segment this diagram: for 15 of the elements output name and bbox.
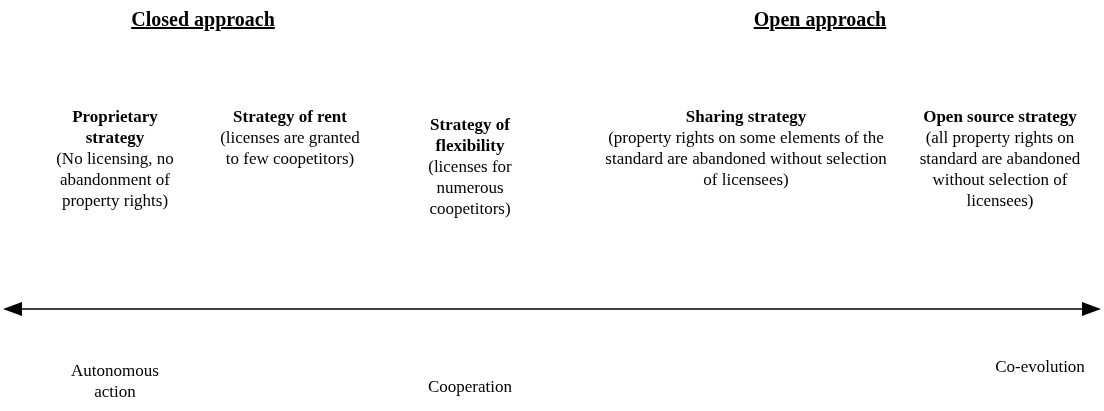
strategy-title: Strategy of flexibility [429, 114, 511, 156]
scale-label: Cooperation [426, 376, 513, 397]
strategy-title: Strategy of rent [232, 106, 348, 127]
scale-label: Co-evolution [994, 356, 1086, 377]
strategy-description: (licenses are granted to few coopetitors) [220, 127, 360, 169]
strategy-title: Sharing strategy [684, 106, 808, 127]
strategy-description: (all property rights on standard are abandoned without selection of licensees) [918, 127, 1082, 211]
strategy-title: Open source strategy [922, 106, 1078, 127]
strategy-description: (No licensing, no abandonment of property rights) [55, 148, 175, 211]
section-heading: Closed approach [131, 8, 275, 31]
strategy-description: (property rights on some elements of the standard are abandoned without selection of licensees) [604, 127, 888, 190]
strategy-description: (licenses for numerous coopetitors) [427, 156, 513, 219]
scale-label: Autonomous action [70, 360, 160, 402]
strategy-title: Proprietary strategy [71, 106, 159, 148]
section-heading: Open approach [753, 8, 887, 31]
